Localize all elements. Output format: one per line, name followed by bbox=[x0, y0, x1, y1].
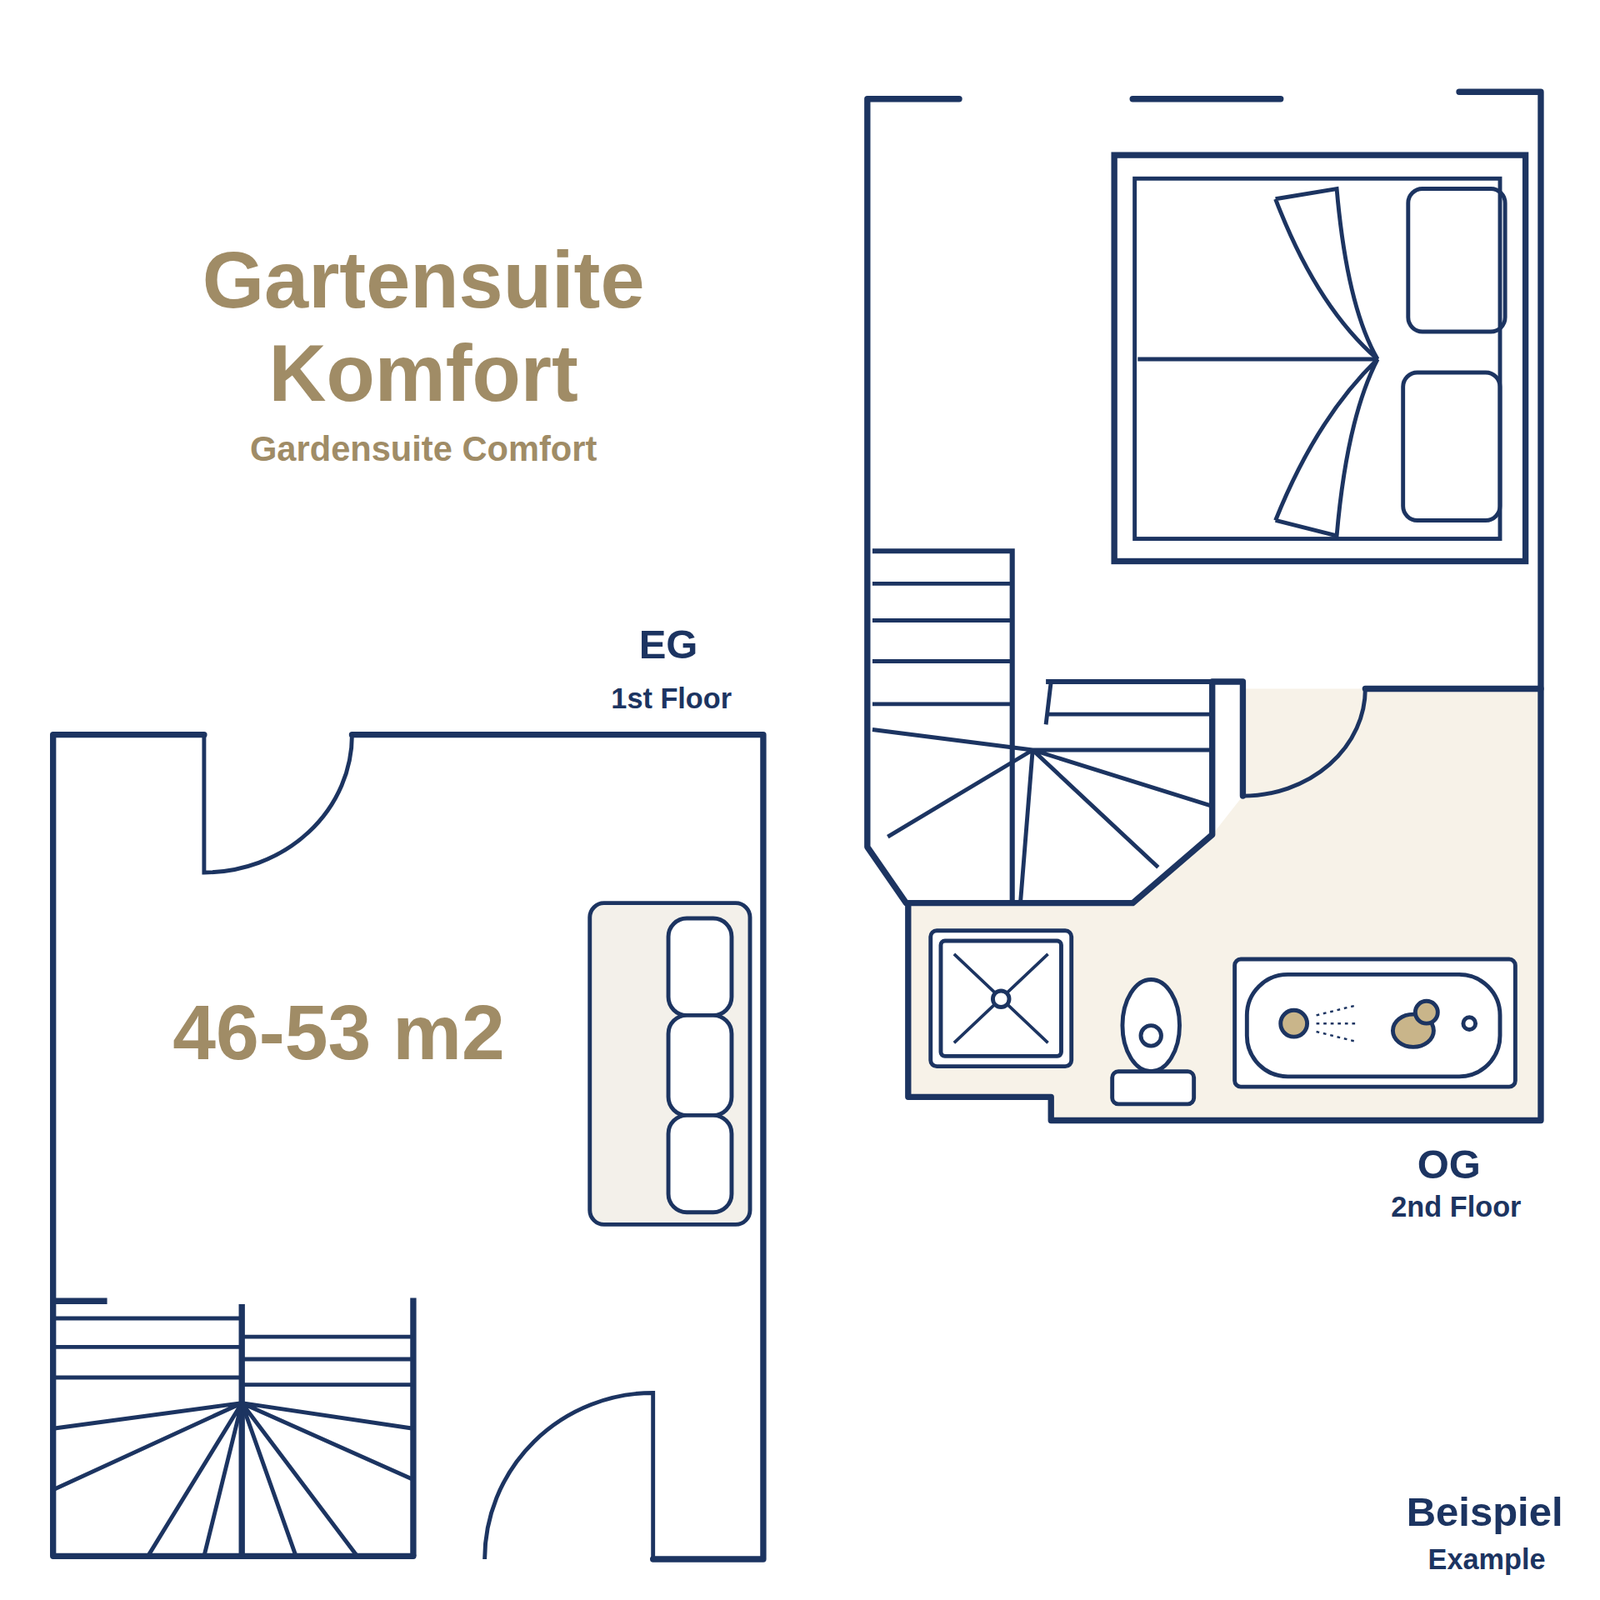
stairs bbox=[1045, 681, 1213, 725]
floor-label: 2nd Floor bbox=[1333, 1190, 1579, 1225]
bathtub bbox=[1280, 1010, 1308, 1037]
wall bbox=[53, 91, 1541, 1560]
wall bbox=[1132, 95, 1281, 102]
shower bbox=[992, 990, 1010, 1008]
wall bbox=[351, 735, 763, 1560]
stairs bbox=[872, 550, 1013, 903]
bed bbox=[1275, 189, 1378, 360]
bed bbox=[1403, 372, 1500, 521]
door bbox=[485, 1392, 654, 1560]
note-label: Beispiel bbox=[1372, 1487, 1597, 1535]
bathtub bbox=[1246, 974, 1500, 1076]
shower bbox=[940, 940, 1061, 1056]
note-label: Example bbox=[1385, 1542, 1590, 1578]
shower bbox=[930, 930, 1072, 1067]
bathtub bbox=[1463, 1017, 1476, 1030]
stairs bbox=[53, 550, 1213, 1556]
floor-label: OG bbox=[1377, 1140, 1520, 1188]
wall bbox=[908, 91, 1541, 1120]
stairs bbox=[872, 730, 1213, 904]
sofa bbox=[590, 903, 750, 1225]
bed bbox=[1114, 155, 1525, 561]
bed bbox=[1137, 357, 1378, 362]
stairs bbox=[53, 1318, 243, 1378]
floor-label: EG bbox=[596, 620, 740, 667]
sofa bbox=[668, 1015, 732, 1115]
toilet bbox=[1112, 1071, 1195, 1105]
stairs bbox=[241, 1403, 414, 1557]
door bbox=[204, 735, 353, 873]
toilet bbox=[1140, 1025, 1161, 1046]
door bbox=[1242, 689, 1365, 797]
subtitle: Gardensuite Comfort bbox=[189, 428, 659, 470]
sofa bbox=[668, 918, 732, 1015]
shower bbox=[930, 930, 1072, 1067]
bed bbox=[1275, 359, 1378, 536]
floor-label: 1st Floor bbox=[559, 681, 784, 717]
stairs bbox=[872, 583, 1013, 704]
wall bbox=[1365, 685, 1541, 692]
shower bbox=[954, 954, 1049, 1044]
stairs bbox=[241, 1336, 414, 1385]
sofa bbox=[590, 903, 750, 1225]
bathtub bbox=[1415, 1000, 1438, 1024]
stairs bbox=[53, 1298, 108, 1305]
toilet bbox=[1112, 980, 1195, 1105]
stairs bbox=[53, 1403, 243, 1557]
stairs bbox=[1045, 679, 1213, 685]
area-label: 46-53 m2 bbox=[114, 987, 564, 1078]
sofa bbox=[668, 1115, 732, 1212]
bed bbox=[1135, 178, 1500, 539]
wall bbox=[53, 735, 414, 1557]
door bbox=[204, 689, 1365, 1560]
bathtub bbox=[1316, 1005, 1360, 1042]
title: Gartensuite Komfort bbox=[178, 232, 669, 420]
toilet bbox=[1122, 980, 1180, 1072]
stairs bbox=[239, 1304, 245, 1556]
bed bbox=[1408, 189, 1505, 332]
bathtub bbox=[1235, 959, 1516, 1087]
wall bbox=[867, 99, 960, 904]
bathtub bbox=[1235, 959, 1516, 1087]
bed bbox=[1114, 155, 1525, 561]
